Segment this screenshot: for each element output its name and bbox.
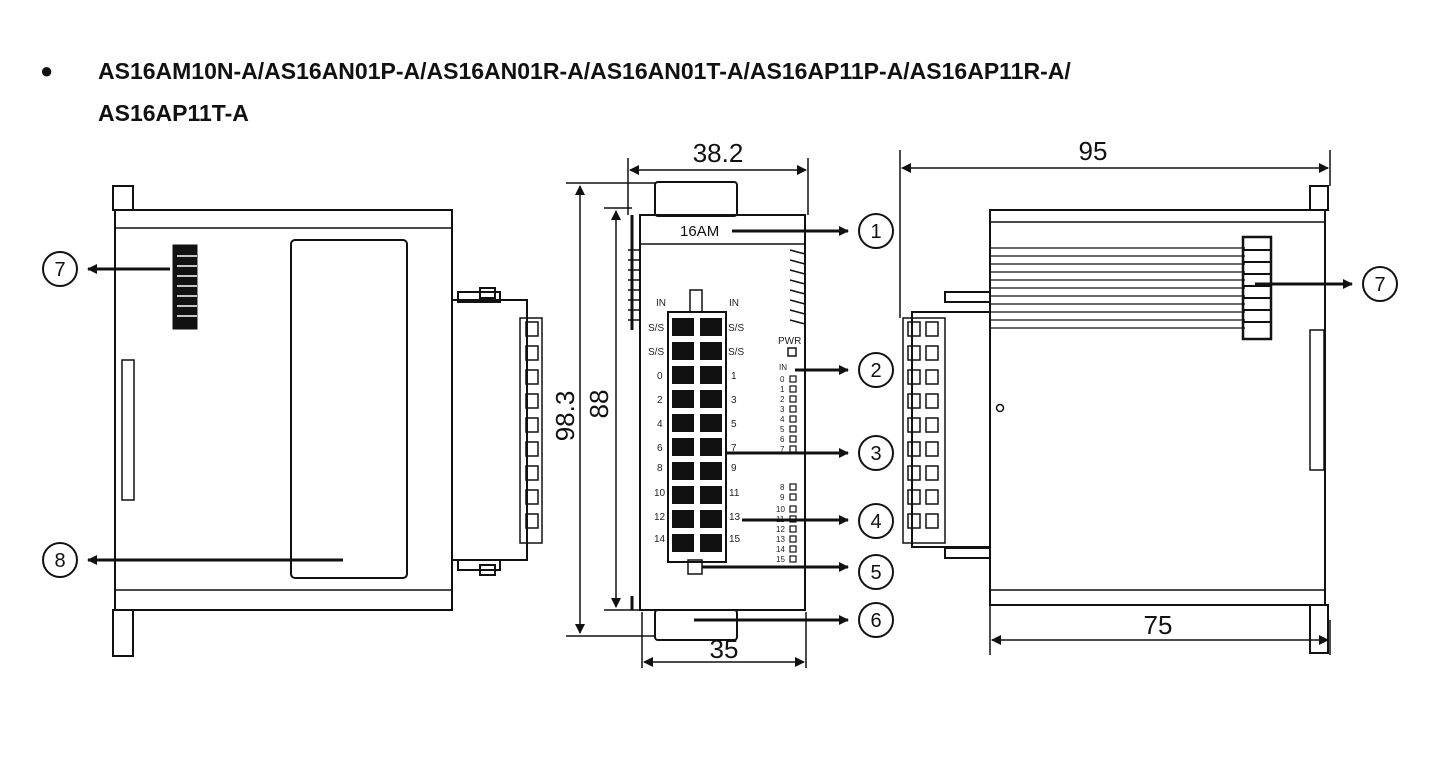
dim-38-2: [627, 158, 809, 215]
front-terminal-cells: [672, 318, 722, 552]
callout-5: 5: [702, 554, 894, 590]
led-indicators: [789, 375, 797, 563]
svg-text:6: 6: [657, 443, 663, 454]
left-terminal-teeth: [525, 321, 539, 529]
dim-side-depth-top: 95: [1079, 136, 1108, 166]
svg-text:8: 8: [780, 483, 785, 492]
svg-text:2: 2: [657, 395, 663, 406]
dim-front-width-bottom: 35: [710, 634, 739, 664]
svg-text:IN: IN: [779, 363, 787, 372]
svg-text:13: 13: [776, 535, 785, 544]
svg-text:15: 15: [729, 534, 741, 545]
right-terminal-teeth: [907, 321, 939, 529]
left-terminal-labels: 0 2 4 6 8 10 12 14: [654, 371, 666, 545]
svg-text:6: 6: [780, 435, 785, 444]
ss-left-1: S/S: [648, 323, 664, 334]
bullet-icon: ●: [40, 58, 54, 83]
callout-2: 2: [795, 352, 894, 388]
svg-text:4: 4: [657, 419, 663, 430]
svg-text:10: 10: [776, 505, 785, 514]
callout-8: 8: [42, 542, 343, 578]
svg-text:1: 1: [780, 385, 785, 394]
callout-6-label: 6: [870, 610, 881, 632]
in-right-label: IN: [729, 298, 739, 309]
callout-2-label: 2: [870, 360, 881, 382]
callout-3: 3: [725, 435, 894, 471]
svg-text:3: 3: [780, 405, 785, 414]
right-connector-ribs: [1243, 249, 1271, 323]
pwr-led: [787, 347, 797, 357]
model-list-line-1: AS16AM10N-A/AS16AN01P-A/AS16AN01R-A/AS16…: [98, 58, 1071, 84]
dim-88: [604, 207, 640, 611]
svg-text:7: 7: [780, 445, 785, 454]
svg-text:5: 5: [780, 425, 785, 434]
svg-text:15: 15: [776, 555, 785, 564]
svg-text:13: 13: [729, 512, 741, 523]
svg-text:9: 9: [731, 463, 737, 474]
svg-text:2: 2: [780, 395, 785, 404]
callout-7-right: 7: [1255, 266, 1398, 302]
front-left-vents: [628, 249, 640, 321]
callout-3-label: 3: [870, 443, 881, 465]
vent-slots: [172, 244, 198, 330]
ss-right-1: S/S: [728, 323, 744, 334]
right-side-view: [902, 185, 1329, 654]
dim-side-depth-bottom: 75: [1144, 610, 1173, 640]
svg-text:10: 10: [654, 488, 666, 499]
callout-1-label: 1: [870, 221, 881, 243]
ss-left-2: S/S: [648, 347, 664, 358]
callout-4: 4: [742, 503, 894, 539]
dim-98-3: [566, 182, 655, 637]
ss-right-2: S/S: [728, 347, 744, 358]
dim-95: [899, 150, 1331, 318]
svg-text:14: 14: [776, 545, 785, 554]
led-labels: IN 0 1 2 3 4 5 6 7 8 9 10 11 12 13 14 15: [776, 363, 787, 564]
svg-text:0: 0: [657, 371, 663, 382]
left-side-view: [112, 185, 543, 657]
svg-text:9: 9: [780, 493, 785, 502]
svg-text:4: 4: [780, 415, 785, 424]
model-label: 16AM: [680, 223, 719, 240]
in-left-label: IN: [656, 298, 666, 309]
dim-front-width-top: 38.2: [693, 138, 744, 168]
svg-text:12: 12: [776, 525, 785, 534]
svg-text:11: 11: [729, 488, 740, 499]
pwr-label: PWR: [778, 336, 801, 347]
svg-text:8: 8: [657, 463, 663, 474]
front-right-vents: [789, 249, 806, 325]
svg-text:12: 12: [654, 512, 666, 523]
callout-1: 1: [732, 213, 894, 249]
svg-text:1: 1: [731, 371, 737, 382]
callout-8-label: 8: [54, 550, 65, 572]
model-list-line-2: AS16AP11T-A: [98, 100, 249, 126]
front-view: [630, 181, 806, 641]
svg-text:0: 0: [780, 375, 785, 384]
right-terminal-labels: 1 3 5 7 9 11 13 15: [729, 371, 741, 545]
dim-front-height-outer: 98.3: [550, 391, 580, 442]
dim-front-height-inner: 88: [584, 390, 614, 419]
callout-7-label: 7: [54, 259, 65, 281]
svg-text:3: 3: [731, 395, 737, 406]
callout-6: 6: [694, 602, 894, 638]
svg-text:7: 7: [731, 443, 737, 454]
svg-text:5: 5: [731, 419, 737, 430]
callout-7-right-label: 7: [1374, 274, 1385, 296]
left-terminal-screws: [519, 317, 543, 544]
svg-text:14: 14: [654, 534, 666, 545]
dim-75: [989, 605, 1331, 655]
callout-7-left: 7: [42, 251, 170, 287]
callout-4-label: 4: [870, 511, 881, 533]
callout-5-label: 5: [870, 562, 881, 584]
left-vent-lines: [177, 255, 197, 317]
